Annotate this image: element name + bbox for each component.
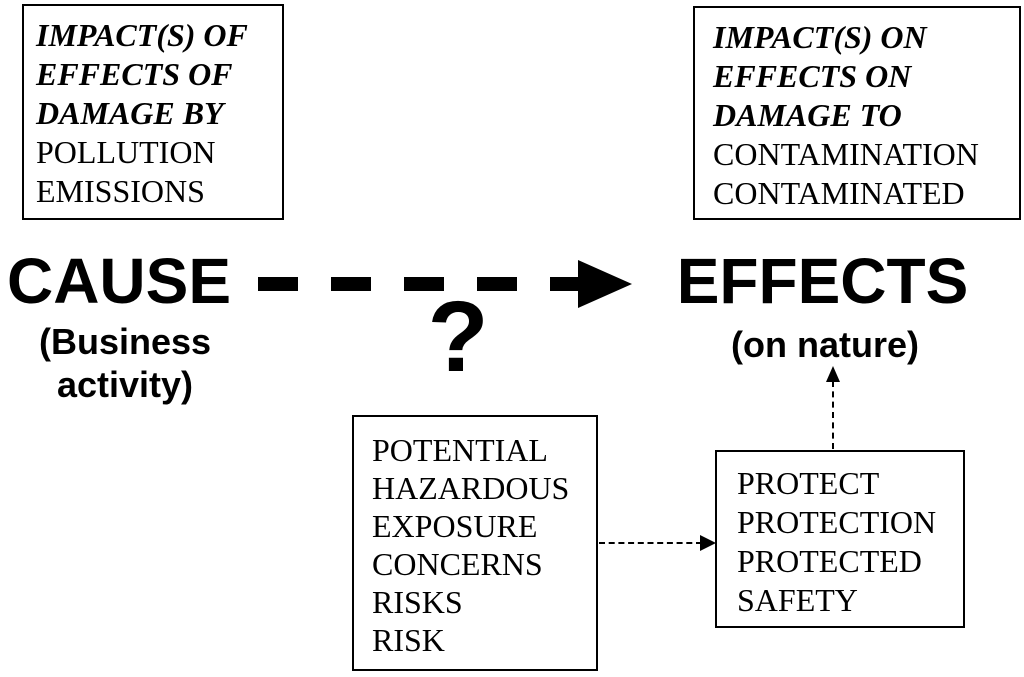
impacts-of-plain-line: EMISSIONS xyxy=(36,173,205,209)
risk-to-protect-arrowhead-right-icon xyxy=(700,535,716,551)
cause-effects-dashed-line xyxy=(258,277,588,291)
protect-term-line: PROTECTION xyxy=(737,504,937,540)
cause-label: CAUSE xyxy=(6,245,232,317)
risk-term-line: HAZARDOUS xyxy=(372,470,570,506)
protect-term-line: PROTECTED xyxy=(737,543,922,579)
effects-label: EFFECTS xyxy=(676,245,969,317)
protect-to-effects-arrowhead-up-icon xyxy=(826,366,840,382)
cause-effects-arrowhead-right-icon xyxy=(578,260,632,308)
effects-subtitle: (on nature) xyxy=(731,324,919,365)
impacts-on-box: IMPACT(S) ON EFFECTS ON DAMAGE TO CONTAM… xyxy=(693,6,1021,220)
impacts-on-italic-line: EFFECTS ON xyxy=(713,58,912,94)
risk-term-line: RISK xyxy=(372,622,445,658)
impacts-of-plain-line: POLLUTION xyxy=(36,134,216,170)
impacts-on-italic-line: IMPACT(S) ON xyxy=(713,19,927,55)
impacts-on-italic-line: DAMAGE TO xyxy=(713,97,902,133)
protect-terms-box: PROTECT PROTECTION PROTECTED SAFETY xyxy=(715,450,965,628)
impacts-of-box: IMPACT(S) OF EFFECTS OF DAMAGE BY POLLUT… xyxy=(22,4,284,220)
cause-subtitle-line2: activity) xyxy=(56,364,194,405)
protect-term-line: SAFETY xyxy=(737,582,858,618)
risk-terms-box: POTENTIAL HAZARDOUS EXPOSURE CONCERNS RI… xyxy=(352,415,598,671)
cause-subtitle: (Business activity) xyxy=(10,320,240,406)
impacts-of-italic-line: EFFECTS OF xyxy=(36,56,233,92)
protect-term-line: PROTECT xyxy=(737,465,880,501)
cause-subtitle-line1: (Business xyxy=(38,321,212,362)
protect-to-effects-dashed-line xyxy=(832,381,834,449)
risk-term-line: EXPOSURE xyxy=(372,508,538,544)
impacts-of-italic-line: DAMAGE BY xyxy=(36,95,224,131)
risk-term-line: POTENTIAL xyxy=(372,432,548,468)
risk-to-protect-dashed-line xyxy=(599,542,702,544)
impacts-on-plain-line: CONTAMINATION xyxy=(713,136,979,172)
impacts-on-plain-line: CONTAMINATED xyxy=(713,175,965,211)
risk-term-line: RISKS xyxy=(372,584,463,620)
risk-term-line: CONCERNS xyxy=(372,546,543,582)
impacts-of-italic-line: IMPACT(S) OF xyxy=(36,17,248,53)
question-mark-label: ? xyxy=(427,281,489,393)
